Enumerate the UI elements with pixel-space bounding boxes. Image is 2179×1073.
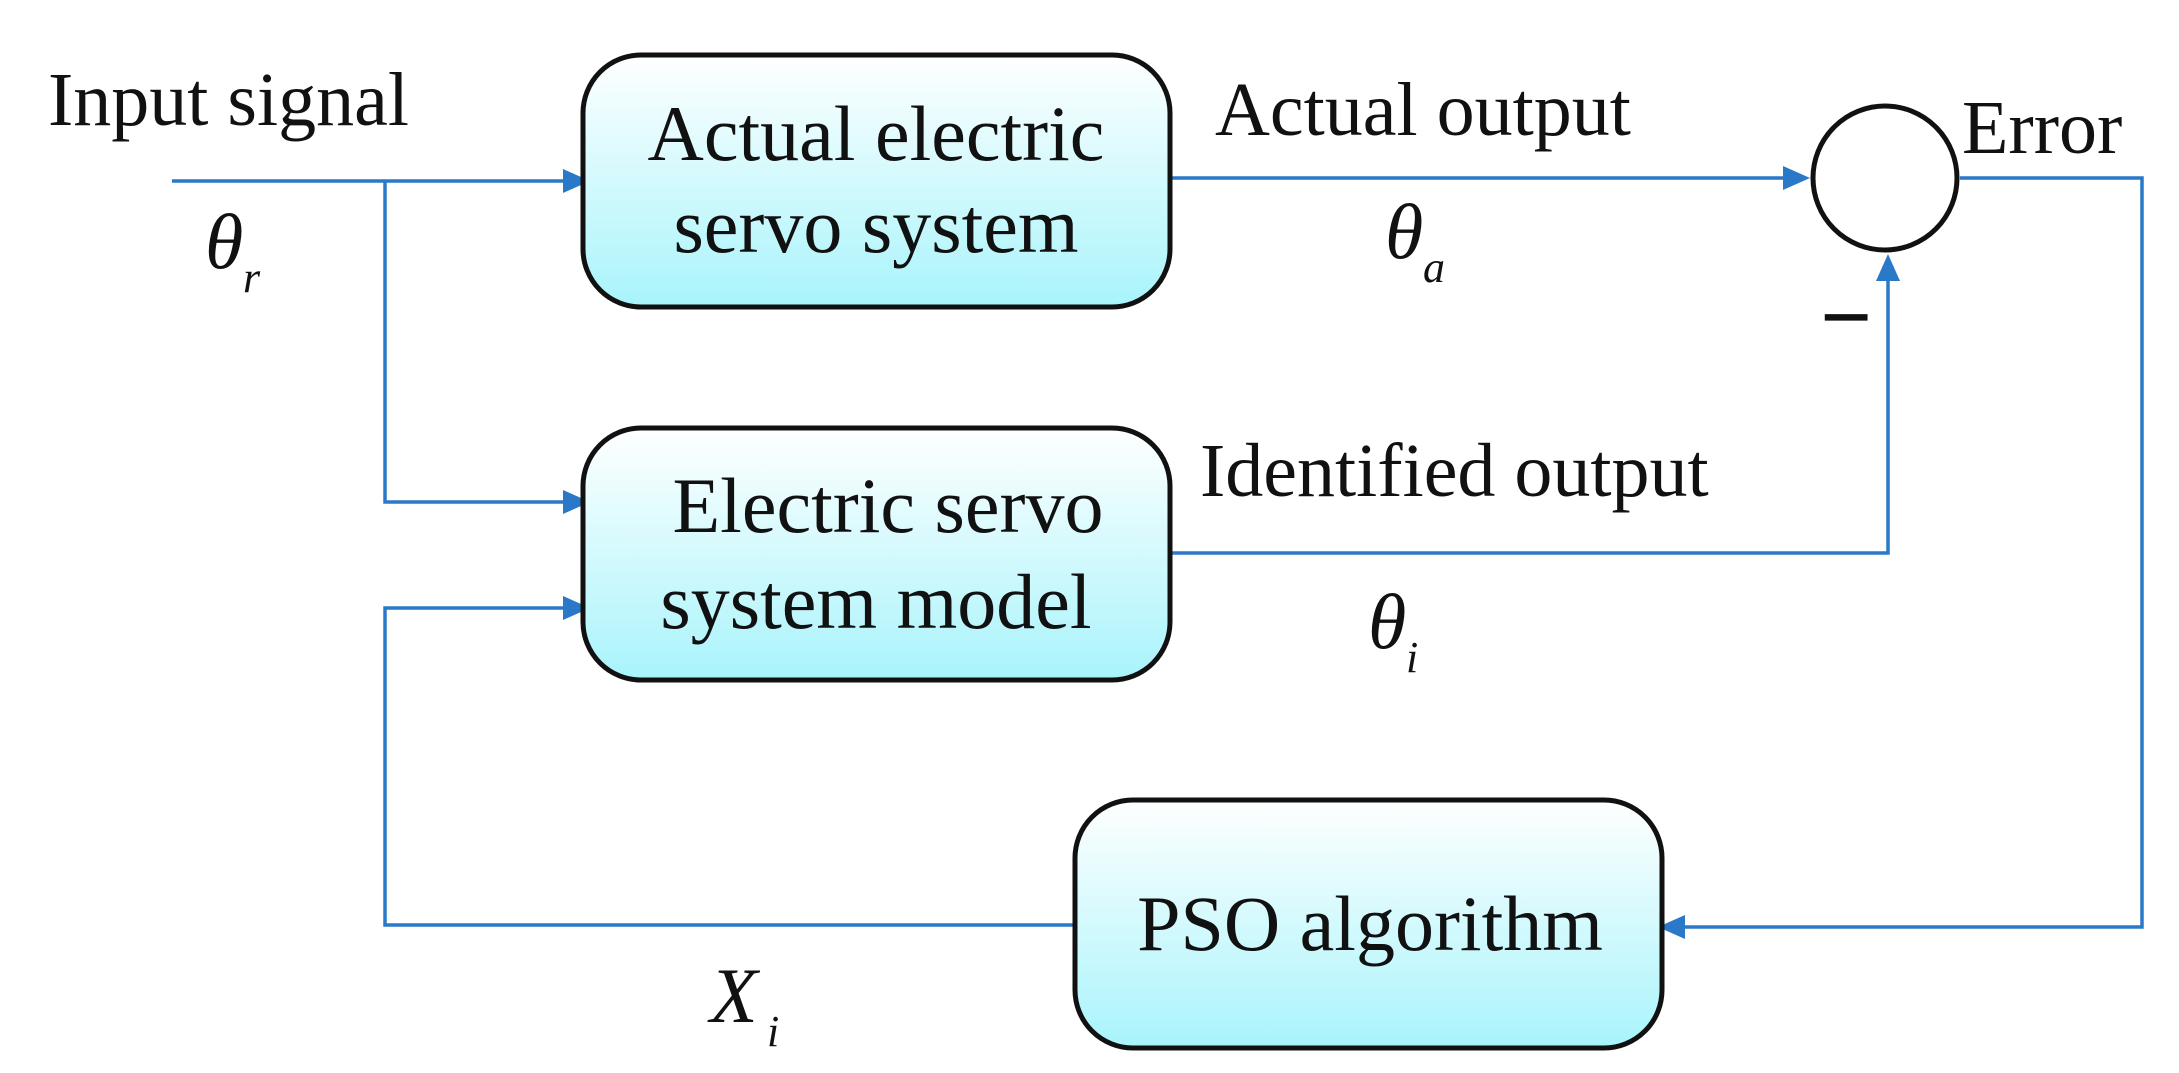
- theta-i-main: θ: [1368, 578, 1406, 665]
- arrowheads: [563, 166, 1900, 939]
- x-i-main: X: [707, 952, 761, 1039]
- block-model-line1: Electric servo: [673, 462, 1104, 549]
- actual-output-label: Actual output: [1215, 68, 1631, 152]
- block-model-line2: system model: [660, 558, 1091, 645]
- symbol-theta-i: θ i: [1368, 578, 1418, 682]
- error-label: Error: [1962, 86, 2122, 170]
- theta-a-sub: a: [1423, 243, 1445, 292]
- x-i-sub: i: [767, 1007, 779, 1056]
- arrowhead-summing-actual: [1783, 166, 1810, 190]
- arrowhead-pso: [1658, 915, 1685, 939]
- identified-output-label: Identified output: [1200, 429, 1709, 513]
- block-pso-label: PSO algorithm: [1137, 880, 1603, 967]
- input-branch-line: [383, 181, 568, 504]
- block-actual-system-line1: Actual electric: [648, 90, 1105, 177]
- symbol-theta-a: θ a: [1385, 188, 1445, 292]
- theta-r-sub: r: [243, 253, 261, 302]
- theta-a-main: θ: [1385, 188, 1423, 275]
- error-feedback-line: [1680, 176, 2144, 929]
- input-signal-label: Input signal: [48, 58, 409, 142]
- block-actual-system-line2: servo system: [673, 182, 1078, 269]
- symbol-x-i: X i: [707, 952, 779, 1056]
- arrowhead-actual-system: [563, 169, 590, 193]
- signal-lines: [172, 176, 2144, 929]
- arrowhead-model-input: [563, 490, 590, 514]
- theta-i-sub: i: [1406, 633, 1418, 682]
- arrowhead-summing-identified: [1876, 254, 1900, 281]
- block-actual-system: Actual electric servo system: [580, 52, 1173, 310]
- arrowhead-model-parameters: [563, 596, 590, 620]
- summing-junction: [1810, 103, 1960, 253]
- block-pso: PSO algorithm: [1072, 797, 1665, 1051]
- symbol-theta-r: θ r: [205, 198, 261, 302]
- block-model: Electric servo system model: [580, 425, 1173, 683]
- parameter-feedback-line: [383, 606, 1075, 927]
- theta-r-main: θ: [205, 198, 243, 285]
- minus-sign: −: [1820, 266, 1872, 368]
- identified-output-line: [1170, 275, 1890, 555]
